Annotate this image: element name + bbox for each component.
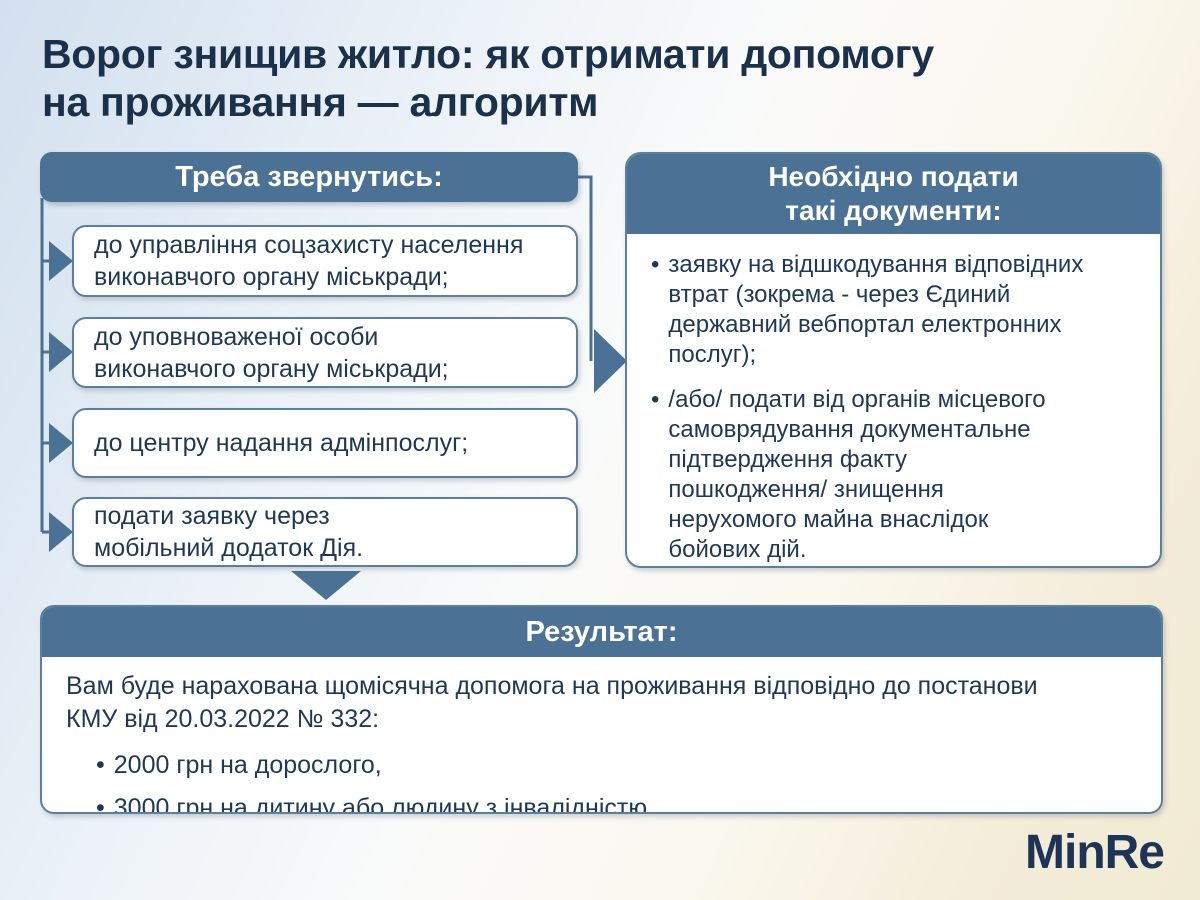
step-box-diia-app: подати заявку через мобільний додаток Ді… [72,497,578,567]
result-intro: Вам буде нарахована щомісячна допомога н… [66,672,1038,733]
step-arrow-icon-1 [49,241,73,281]
page-title: Ворог знищив житло: як отримати допомогу… [42,31,934,125]
bullet-icon: • [96,794,105,814]
bullet-icon: • [651,386,660,413]
result-item-text: 2000 грн на дорослого, [113,751,382,779]
step-box-soczahyst: до управління соцзахисту населення викон… [72,225,578,297]
document-item-zayavka: • заявку на відшкодування відповідних вт… [651,250,1146,370]
result-panel: Результат: Вам буде нарахована щомісячна… [40,605,1163,814]
brand-logo: MinRe [1025,826,1165,879]
document-item-pidtverdzhennia: • /або/ подати від органів місцевого сам… [651,385,1146,565]
bullet-icon: • [96,751,105,779]
result-item-child: • 3000 грн на дитину або людину з інвалі… [96,792,1141,814]
result-item-text: 3000 грн на дитину або людину з інвалідн… [113,794,655,814]
result-panel-header: Результат: [42,607,1161,657]
step-arrow-icon-2 [49,332,73,372]
step-box-upovnovazhena-osoba: до уповноваженої особи виконавчого орган… [72,317,578,388]
result-item-adult: • 2000 грн на дорослого, [96,749,1141,781]
step-arrow-icon-4 [49,512,73,552]
documents-panel-body: • заявку на відшкодування відповідних вт… [627,234,1160,565]
bullet-icon: • [651,251,660,278]
flow-right-arrow-icon [594,329,627,393]
left-panel-header: Треба звернутись: [40,152,578,202]
step-box-cnap: до центру надання адмінпослуг; [72,408,578,478]
documents-panel: Необхідно подати такі документи: • заявк… [625,152,1162,568]
result-panel-body: Вам буде нарахована щомісячна допомога н… [42,657,1161,814]
documents-panel-header: Необхідно подати такі документи: [627,154,1160,234]
flow-down-arrow-icon [291,571,361,600]
step-arrow-icon-3 [49,423,73,463]
document-item-text: /або/ подати від органів місцевого самов… [668,386,1046,563]
document-item-text: заявку на відшкодування відповідних втра… [668,251,1084,368]
left-rail-stubs [42,259,52,534]
right-bracket-line [578,175,593,361]
result-bullets: • 2000 грн на дорослого, • 3000 грн на д… [96,749,1141,814]
